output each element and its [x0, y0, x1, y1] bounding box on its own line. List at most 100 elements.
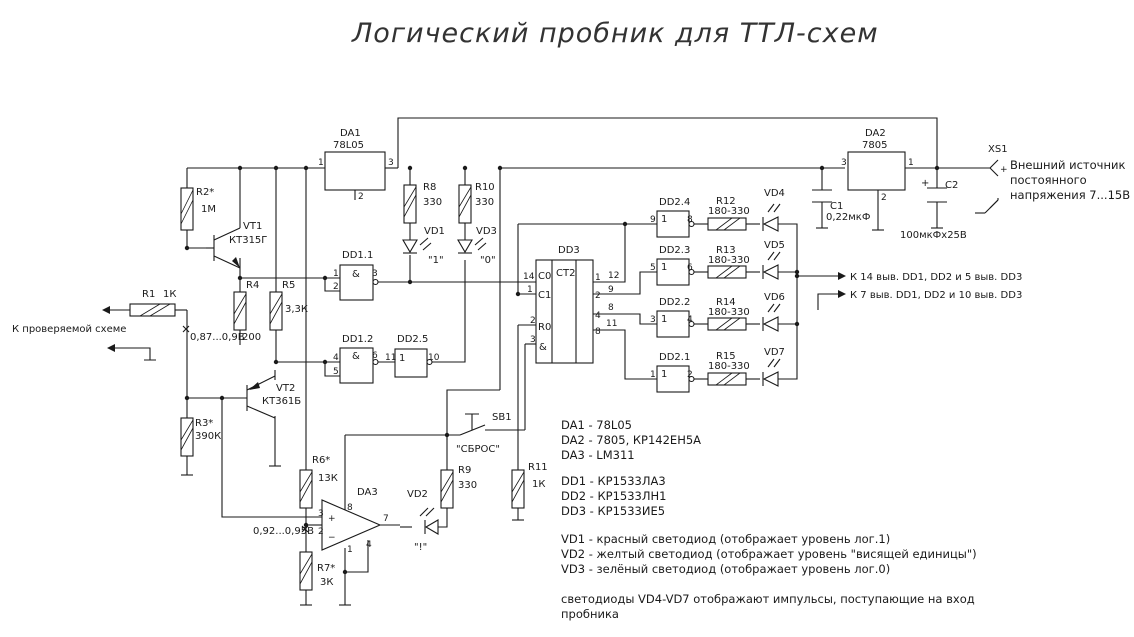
- svg-text:DD1 - КР1533ЛА3: DD1 - КР1533ЛА3: [561, 474, 666, 488]
- svg-text:"1": "1": [428, 255, 444, 266]
- svg-text:XS1: XS1: [988, 144, 1008, 155]
- svg-text:DD2 - КР1533ЛН1: DD2 - КР1533ЛН1: [561, 489, 666, 503]
- svg-text:330: 330: [475, 197, 494, 208]
- svg-text:1: 1: [661, 369, 667, 380]
- svg-text:3,3К: 3,3К: [285, 304, 308, 315]
- svg-text:1: 1: [347, 545, 353, 555]
- gate-dd1-1: DD1.1 & 1 2 3: [333, 250, 379, 301]
- svg-text:10: 10: [428, 353, 440, 363]
- svg-text:1: 1: [661, 314, 667, 325]
- svg-text:4: 4: [366, 540, 372, 550]
- svg-text:&: &: [352, 351, 360, 362]
- legend: DA1 - 78L05 DA2 - 7805, КР142ЕН5А DA3 - …: [561, 418, 977, 621]
- svg-text:2: 2: [881, 193, 887, 203]
- page-title: Логический пробник для ТТЛ-схем: [351, 18, 879, 49]
- svg-text:−: −: [328, 533, 336, 543]
- svg-text:VD5: VD5: [764, 240, 785, 251]
- dd3-c0: C0: [538, 271, 551, 282]
- xs1-connector: XS1 + Внешний источник постоянного напря…: [975, 144, 1130, 214]
- svg-text:DA2 - 7805, КР142ЕН5А: DA2 - 7805, КР142ЕН5А: [561, 433, 701, 447]
- svg-text:+: +: [1000, 165, 1008, 175]
- svg-text:100мкФх25В: 100мкФх25В: [900, 230, 967, 241]
- svg-text:330: 330: [423, 197, 442, 208]
- svg-text:Внешний источник: Внешний источник: [1010, 158, 1125, 172]
- svg-text:3: 3: [388, 158, 394, 168]
- svg-text:DD2.3: DD2.3: [659, 245, 690, 256]
- svg-text:8: 8: [595, 327, 601, 337]
- gate-dd2-5: DD2.5 1 11 10: [385, 334, 440, 378]
- svg-text:R5: R5: [282, 280, 295, 291]
- svg-text:390К: 390К: [195, 431, 221, 442]
- svg-text:R1: R1: [142, 289, 155, 300]
- svg-text:1К: 1К: [163, 289, 176, 300]
- da2-ref: DA2: [865, 128, 886, 139]
- svg-text:+: +: [328, 514, 336, 524]
- svg-text:2: 2: [318, 527, 324, 537]
- svg-text:VD7: VD7: [764, 347, 785, 358]
- transistor-vt1: VT1 КТ315Г: [206, 221, 267, 269]
- svg-text:"0": "0": [480, 255, 496, 266]
- svg-text:5: 5: [650, 263, 656, 273]
- annotations: К 14 выв. DD1, DD2 и 5 выв. DD3 К 7 выв.…: [12, 272, 1022, 537]
- svg-text:0,22мкФ: 0,22мкФ: [826, 212, 871, 223]
- svg-text:DD1.1: DD1.1: [342, 250, 373, 261]
- svg-text:C2: C2: [945, 180, 958, 191]
- leds: VD1 "1" VD3 "0" VD2 "!" VD4 VD5 VD6 VD7: [402, 188, 785, 553]
- dd3-r0: R0: [538, 322, 551, 333]
- svg-text:0,92...0,95В: 0,92...0,95В: [253, 526, 314, 537]
- svg-text:13К: 13К: [318, 473, 338, 484]
- svg-text:3К: 3К: [320, 577, 333, 588]
- svg-text:DD3 - КР1533ИЕ5: DD3 - КР1533ИЕ5: [561, 504, 665, 518]
- svg-text:14: 14: [523, 272, 535, 282]
- svg-text:R14: R14: [716, 297, 736, 308]
- svg-text:DD2.4: DD2.4: [659, 197, 690, 208]
- dd3-func: CT2: [556, 268, 575, 279]
- svg-text:R12: R12: [716, 196, 736, 207]
- svg-text:1: 1: [399, 353, 405, 364]
- wires: [110, 117, 990, 606]
- da2-part: 7805: [862, 140, 887, 151]
- svg-text:180-330: 180-330: [708, 206, 750, 217]
- svg-text:R11: R11: [528, 462, 548, 473]
- svg-text:180-330: 180-330: [708, 255, 750, 266]
- svg-text:0,87...0,9В: 0,87...0,9В: [190, 332, 245, 343]
- svg-text:11: 11: [385, 353, 396, 363]
- svg-text:330: 330: [458, 480, 477, 491]
- svg-text:1: 1: [908, 158, 914, 168]
- svg-text:9: 9: [608, 285, 614, 295]
- reset-button-sb1: SB1 "СБРОС": [456, 412, 512, 455]
- svg-text:6: 6: [687, 263, 693, 273]
- svg-text:3: 3: [372, 269, 378, 279]
- svg-text:8: 8: [347, 503, 353, 513]
- svg-text:2: 2: [595, 291, 601, 301]
- svg-text:R8: R8: [423, 182, 436, 193]
- svg-text:R9: R9: [458, 465, 471, 476]
- svg-text:постоянного: постоянного: [1010, 173, 1087, 187]
- junctions: [184, 165, 940, 575]
- svg-text:VD1: VD1: [424, 226, 445, 237]
- svg-text:9: 9: [650, 215, 656, 225]
- svg-text:C1: C1: [830, 201, 843, 212]
- svg-text:DD2.5: DD2.5: [397, 334, 428, 345]
- svg-text:+: +: [921, 178, 929, 189]
- svg-text:К проверяемой схеме: К проверяемой схеме: [12, 324, 126, 335]
- svg-text:R4: R4: [246, 280, 259, 291]
- svg-text:1: 1: [527, 285, 533, 295]
- svg-text:VD2: VD2: [407, 489, 428, 500]
- da1-ref: DA1: [340, 128, 361, 139]
- svg-text:2: 2: [333, 282, 339, 292]
- svg-text:4: 4: [333, 353, 339, 363]
- svg-text:пробника: пробника: [561, 607, 619, 621]
- dd3-c1: C1: [538, 290, 551, 301]
- capacitors: C1 0,22мкФ + C2 100мкФх25В: [812, 178, 967, 241]
- da1-part: 78L05: [333, 140, 364, 151]
- svg-text:3: 3: [530, 335, 536, 345]
- gate-dd2-1: DD2.1 1 1 2: [650, 352, 695, 393]
- da3-comparator: DA3 + − 3 2 8 1 4 7: [318, 487, 400, 555]
- svg-text:4: 4: [595, 311, 601, 321]
- da2-regulator: DA2 7805 3 1 2: [841, 128, 914, 203]
- svg-text:R13: R13: [716, 245, 736, 256]
- svg-text:DD1.2: DD1.2: [342, 334, 373, 345]
- svg-text:3: 3: [650, 315, 656, 325]
